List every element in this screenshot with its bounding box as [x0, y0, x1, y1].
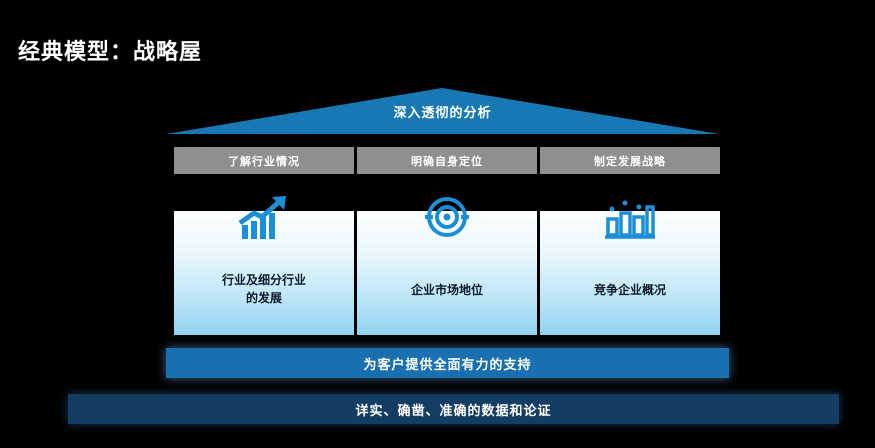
foundation-base-label: 详实、确凿、准确的数据和论证: [355, 403, 552, 419]
page-title: 经典模型：战略屋: [18, 40, 203, 65]
header-strategy: 制定发展战略: [540, 147, 720, 174]
pillar-competition: 竞争企业概况: [540, 200, 720, 335]
bar-chart-icon: [605, 200, 655, 239]
support-beam-label: 为客户提供全面有力的支持: [363, 357, 532, 373]
pillar-competition-label: 竞争企业概况: [593, 283, 666, 297]
header-industry: 了解行业情况: [174, 147, 354, 174]
pillar-industry-label: 行业及细分行业的发展: [221, 273, 306, 305]
pillar-position: 企业市场地位: [357, 197, 537, 335]
support-beam: 为客户提供全面有力的支持: [166, 348, 729, 378]
roof-triangle: [166, 88, 719, 134]
foundation-base: 详实、确凿、准确的数据和论证: [68, 394, 839, 424]
pillar-position-label: 企业市场地位: [410, 283, 483, 297]
pillar-industry: 行业及细分行业的发展: [174, 196, 354, 335]
roof-label: 深入透彻的分析: [393, 106, 492, 121]
growth-chart-icon: [238, 196, 286, 239]
header-positioning: 明确自身定位: [357, 147, 537, 174]
target-icon: [425, 197, 469, 237]
